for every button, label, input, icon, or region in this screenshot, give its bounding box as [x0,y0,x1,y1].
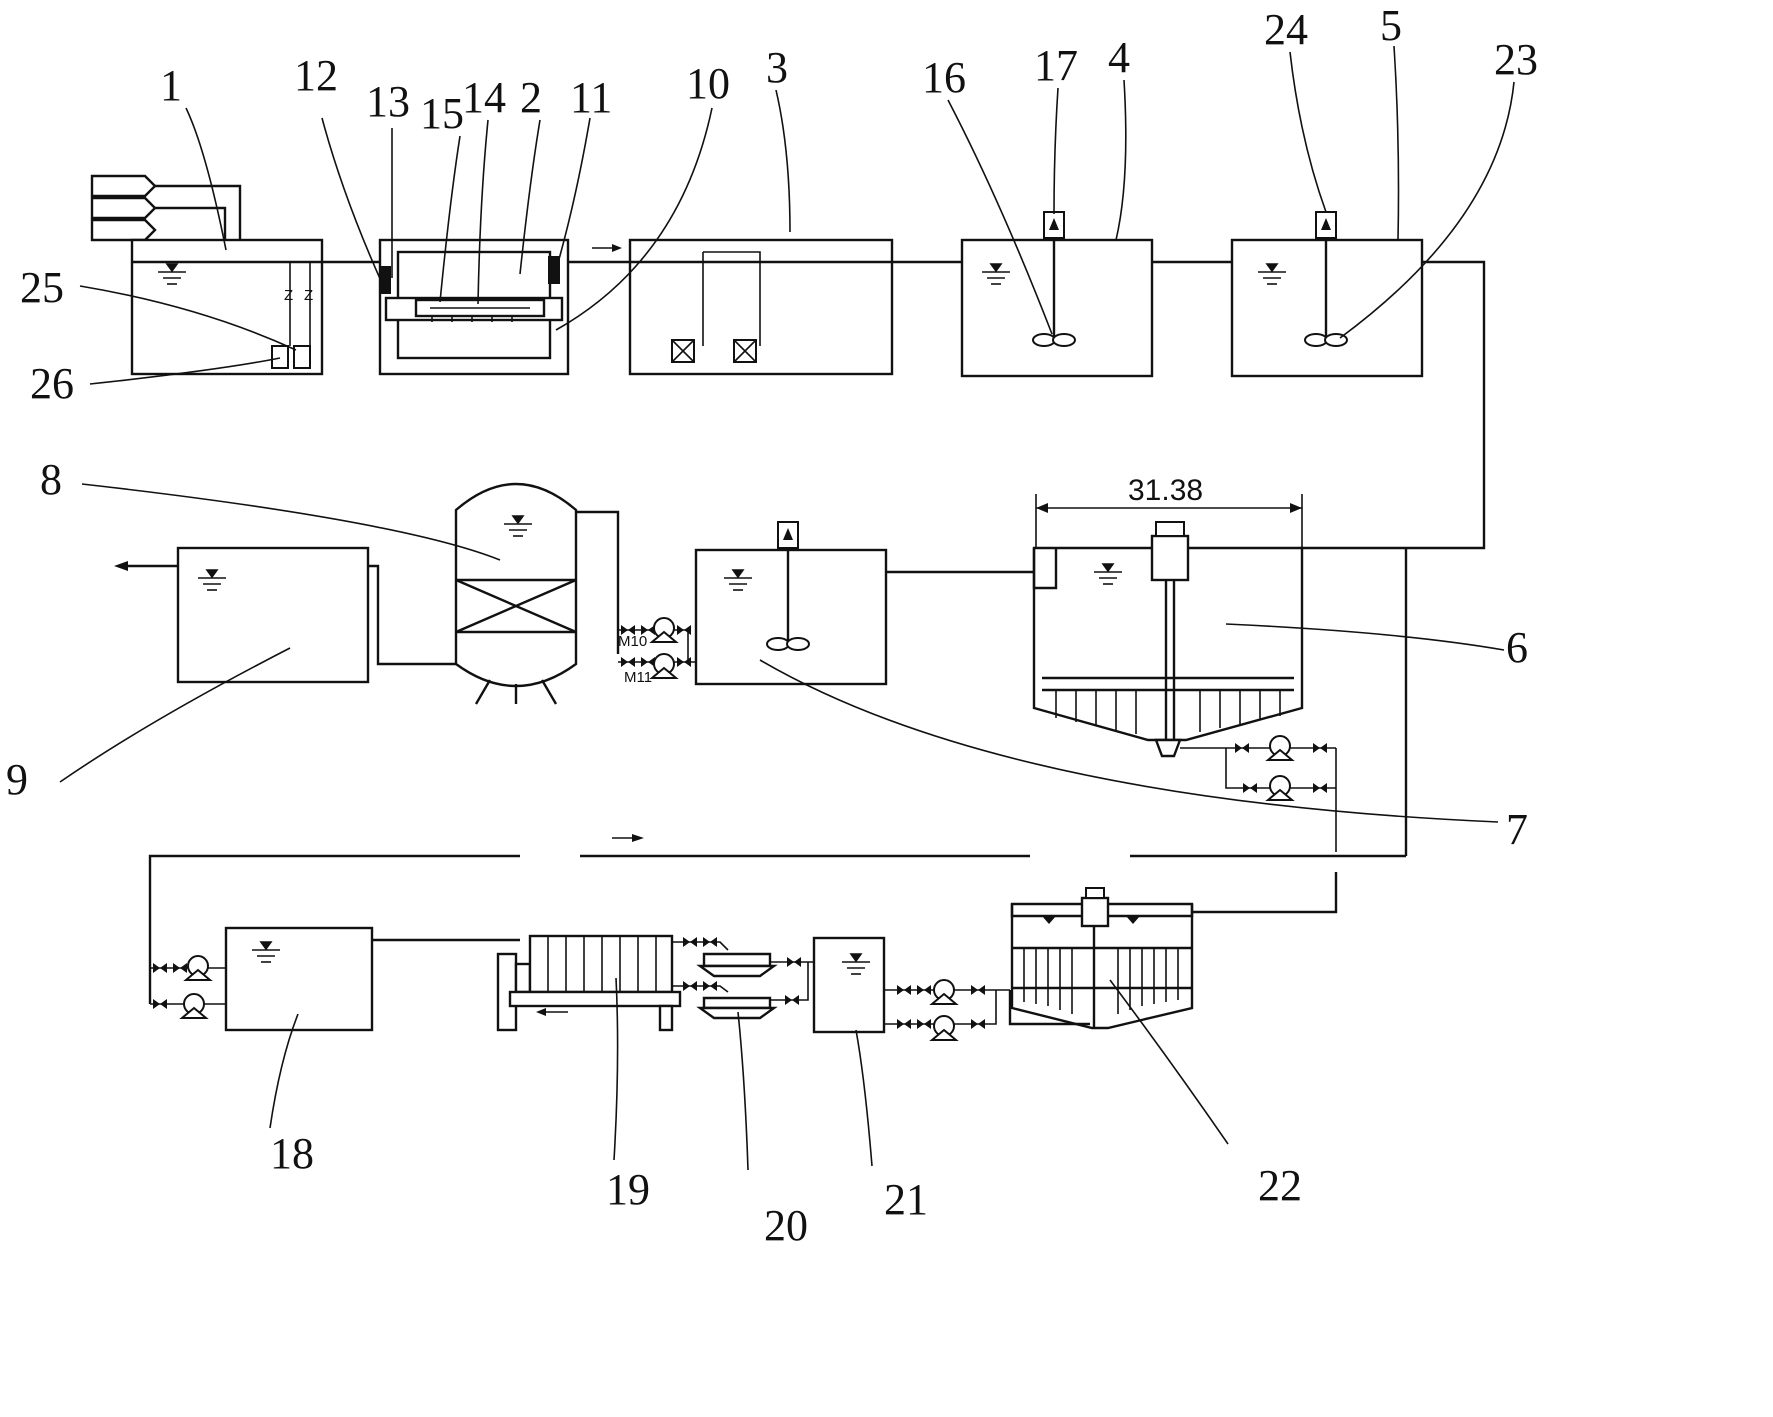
label-10: 10 [686,59,730,108]
tank-21 [812,936,1010,1041]
tank-9 [114,546,456,684]
label-16: 16 [922,53,966,102]
label-21: 21 [884,1175,928,1224]
mixing-tank-5 [1230,211,1424,378]
column-8 [454,482,620,705]
label-19: 19 [606,1165,650,1214]
label-7: 7 [1506,805,1528,854]
label-17: 17 [1034,41,1078,90]
svg-text:Z: Z [304,287,313,304]
label-25: 25 [20,263,64,312]
label-3: 3 [766,43,788,92]
label-9: 9 [6,755,28,804]
mixing-tank-4 [960,211,1154,378]
svg-text:Z: Z [284,287,293,304]
label-12: 12 [294,51,338,100]
tank-1: Z Z [130,238,324,376]
pumps-20 [672,937,814,1020]
label-8: 8 [40,455,62,504]
label-20: 20 [764,1201,808,1250]
label-22: 22 [1258,1161,1302,1210]
label-18: 18 [270,1129,314,1178]
tank-3 [592,238,894,376]
label-11: 11 [570,73,612,122]
return-pipe [148,854,1406,1004]
label-1: 1 [160,61,182,110]
pump-m10-label: M10 [618,633,647,650]
chemical-bags [90,174,242,242]
label-14: 14 [462,73,506,122]
label-6: 6 [1506,623,1528,672]
label-13: 13 [366,77,410,126]
main-pipe-top [322,260,1486,550]
label-15: 15 [420,89,464,138]
label-4: 4 [1108,33,1130,82]
filter-press-19 [496,934,682,1032]
reactor-2 [378,238,570,376]
label-2: 2 [520,73,542,122]
label-26: 26 [30,359,74,408]
label-24: 24 [1264,5,1308,54]
tank-18 [150,926,520,1032]
leader-lines [59,45,1515,1171]
thickener-22 [1008,872,1338,1030]
label-5: 5 [1380,1,1402,50]
label-23: 23 [1494,35,1538,84]
pump-m11-label: M11 [624,669,652,686]
mixing-tank-7 [694,521,1034,686]
dimension-label: 31.38 [1128,474,1203,507]
pump-m10-m11: M10 M11 [618,617,696,686]
clarifier-6: 31.38 [1032,474,1408,856]
